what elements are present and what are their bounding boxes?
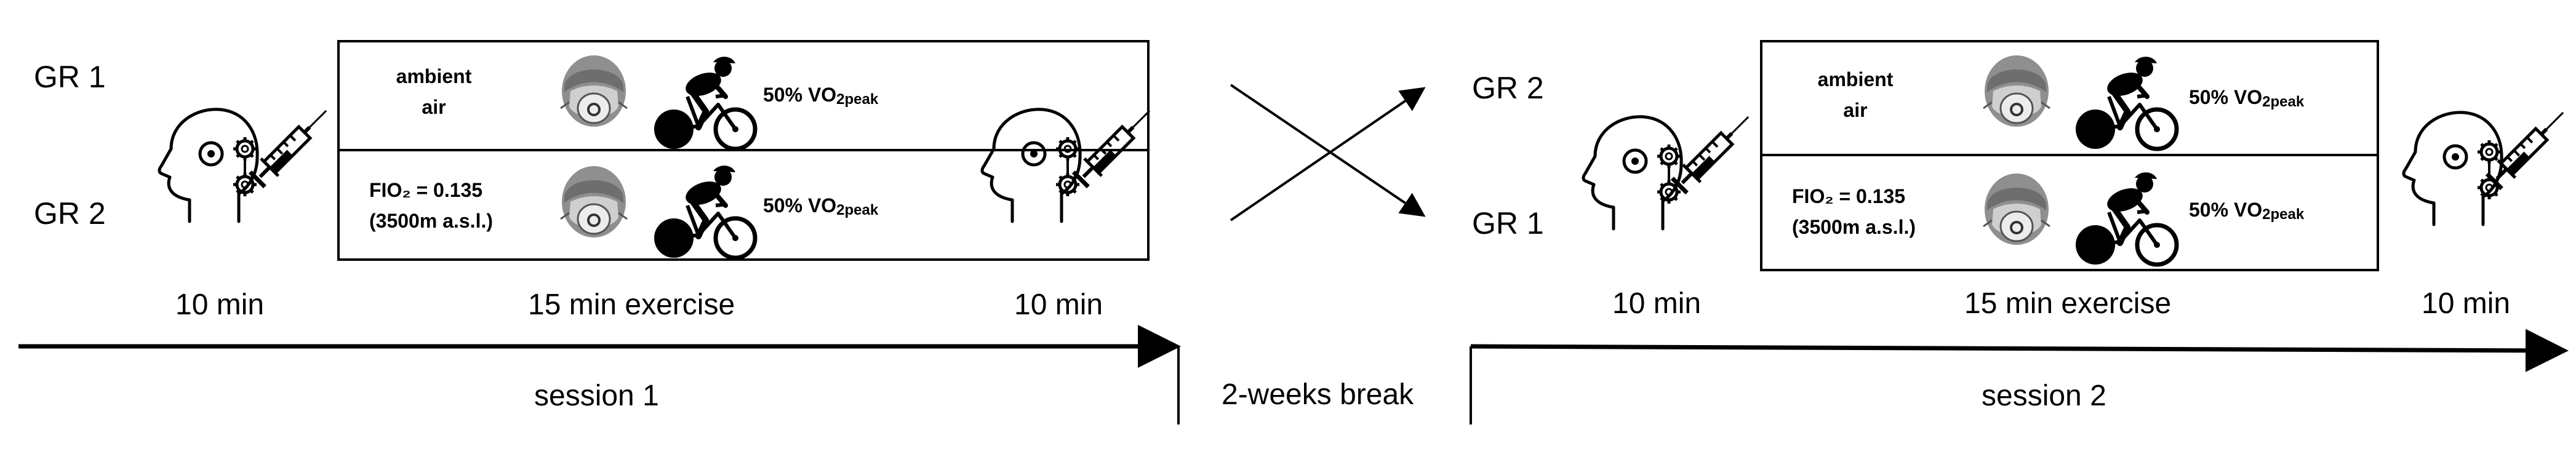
session2-intensity-2: 50% VO2peak [2189, 200, 2304, 222]
session1-group-bottom: GR 2 [34, 196, 106, 231]
face-mask-icon [559, 165, 628, 239]
head-gears-icon [2404, 113, 2502, 225]
session1-time-post: 10 min [1014, 289, 1103, 321]
condition-line1: ambient [1817, 68, 1894, 90]
syringe-icon [2486, 104, 2572, 190]
session2-condition-2: FIO₂ = 0.135 (3500m a.s.l.) [1792, 181, 1916, 242]
cyclist-icon [654, 57, 755, 149]
session1-condition-1: ambient air [388, 62, 480, 122]
condition-line2: (3500m a.s.l.) [1792, 215, 1916, 238]
cyclist-icon [654, 165, 755, 258]
intensity-sub: 2peak [836, 91, 879, 108]
session2-time-post: 10 min [2422, 287, 2511, 320]
condition-line1: FIO₂ = 0.135 [369, 179, 483, 201]
session1-label: session 1 [534, 380, 659, 412]
intensity-base: 50% VO [2189, 199, 2263, 221]
syringe-icon [249, 102, 335, 188]
head-gears-icon [159, 110, 257, 221]
syringe-icon [1671, 108, 1757, 194]
session2-group-top: GR 2 [1472, 71, 1544, 105]
intensity-base: 50% VO [763, 84, 837, 106]
intensity-sub: 2peak [2262, 206, 2305, 223]
condition-line2: (3500m a.s.l.) [369, 209, 493, 232]
face-mask-icon [1982, 54, 2051, 128]
intensity-base: 50% VO [2189, 86, 2263, 108]
head-gears-icon [1583, 117, 1681, 229]
condition-line2: air [422, 95, 446, 118]
intensity-sub: 2peak [2262, 94, 2305, 110]
break-label: 2-weeks break [1222, 378, 1414, 411]
session1-intensity-2: 50% VO2peak [763, 196, 878, 218]
condition-line1: FIO₂ = 0.135 [1792, 185, 1906, 207]
cyclist-icon [2076, 57, 2177, 149]
session2-time-pre: 10 min [1612, 287, 1702, 320]
session2-condition-1: ambient air [1809, 65, 1902, 125]
session2-time-exercise: 15 min exercise [1964, 287, 2172, 320]
crossover-arrow-down [1230, 84, 1426, 217]
session1-time-exercise: 15 min exercise [528, 289, 735, 321]
intensity-base: 50% VO [763, 194, 837, 217]
session1-group-top: GR 1 [34, 60, 106, 94]
head-gears-icon [982, 110, 1080, 221]
condition-line1: ambient [396, 65, 472, 87]
session1-condition-2: FIO₂ = 0.135 (3500m a.s.l.) [369, 175, 493, 236]
cyclist-icon [2076, 172, 2177, 265]
session1-time-pre: 10 min [175, 289, 265, 321]
syringe-icon [1072, 102, 1158, 188]
session2-timeline-arrow [1470, 329, 2569, 372]
session2-intensity-1: 50% VO2peak [2189, 87, 2304, 110]
crossover-arrow-up [1230, 87, 1426, 221]
session1-intensity-1: 50% VO2peak [763, 85, 878, 107]
condition-line2: air [1843, 98, 1868, 121]
session2-group-bottom: GR 1 [1472, 206, 1544, 241]
intensity-sub: 2peak [836, 202, 879, 218]
face-mask-icon [559, 54, 628, 128]
face-mask-icon [1982, 172, 2051, 246]
session2-label: session 2 [1982, 380, 2106, 412]
